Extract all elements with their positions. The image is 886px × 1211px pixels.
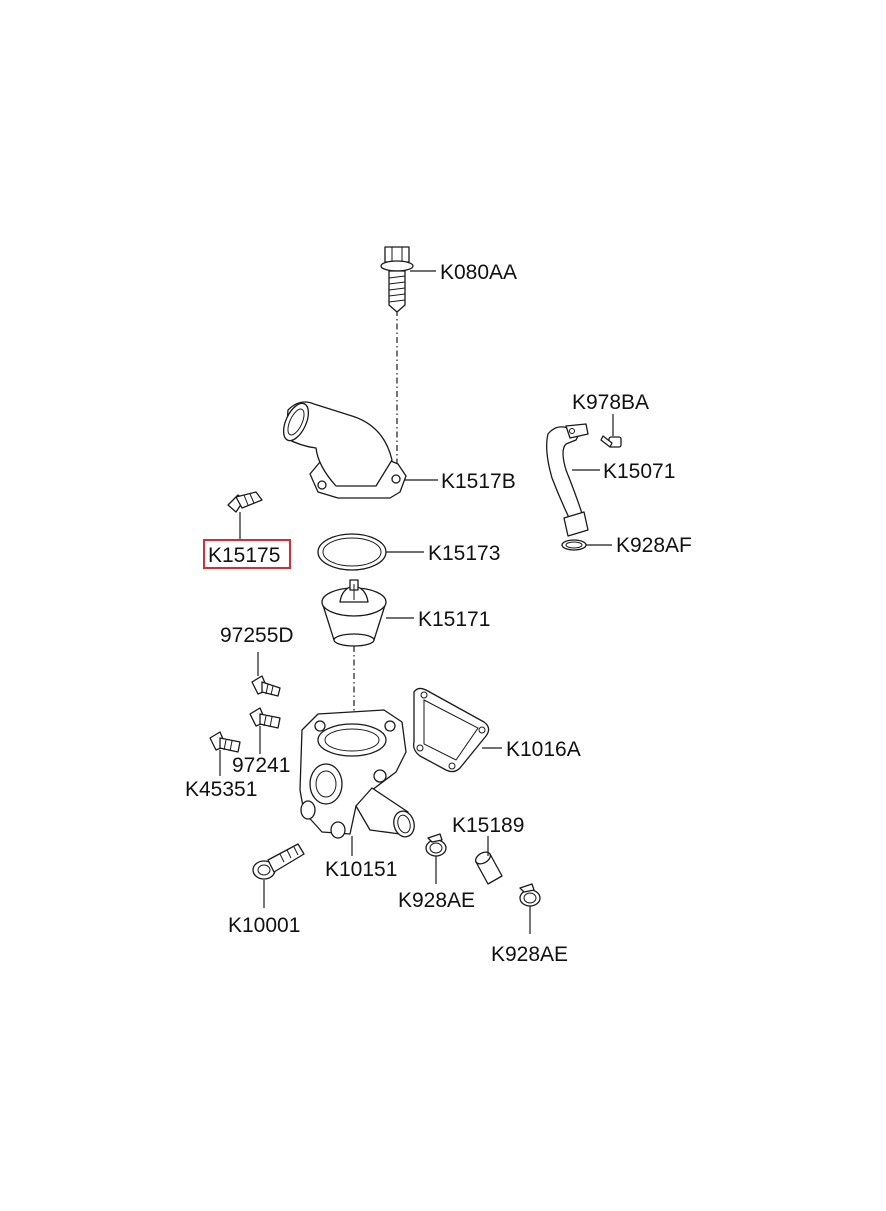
sensor-97255d[interactable] xyxy=(251,675,281,697)
bolt-top[interactable] xyxy=(380,246,414,313)
gasket-ring[interactable] xyxy=(317,533,387,571)
label-bypass-pipe[interactable]: K15071 xyxy=(603,460,675,483)
cover-gasket[interactable] xyxy=(412,687,490,773)
label-sensor-left[interactable]: K15175 xyxy=(208,544,280,567)
label-sensor-97255d[interactable]: 97255D xyxy=(220,624,294,647)
thermostat[interactable] xyxy=(321,579,387,647)
outlet-fitting[interactable] xyxy=(278,400,407,499)
label-housing[interactable]: K10151 xyxy=(325,858,397,881)
label-cover-gasket[interactable]: K1016A xyxy=(506,738,581,761)
sensor-97241[interactable] xyxy=(249,707,281,729)
pipe-oring[interactable] xyxy=(561,539,587,551)
label-thermostat[interactable]: K15171 xyxy=(418,608,490,631)
label-pipe-oring[interactable]: K928AF xyxy=(616,534,692,557)
highlight-box xyxy=(203,539,291,569)
bypass-pipe[interactable] xyxy=(546,423,589,537)
clamp-a[interactable] xyxy=(425,833,447,857)
label-screw-small[interactable]: K978BA xyxy=(572,391,649,414)
drain-bolt[interactable] xyxy=(252,843,305,880)
hose-small[interactable] xyxy=(474,850,503,885)
label-clamp-b[interactable]: K928AE xyxy=(491,943,568,966)
label-gasket-ring[interactable]: K15173 xyxy=(428,542,500,565)
clamp-b[interactable] xyxy=(519,883,541,907)
label-hose-small[interactable]: K15189 xyxy=(452,814,524,837)
label-bolt-top[interactable]: K080AA xyxy=(440,261,517,284)
label-outlet-fitting[interactable]: K1517B xyxy=(441,470,516,493)
screw-small[interactable] xyxy=(600,435,622,448)
label-sensor-97241[interactable]: 97241 xyxy=(232,754,290,777)
label-clamp-a[interactable]: K928AE xyxy=(398,889,475,912)
sensor-k45351[interactable] xyxy=(209,731,241,753)
sensor-left[interactable] xyxy=(227,491,263,513)
housing[interactable] xyxy=(299,709,417,839)
label-sensor-k45351[interactable]: K45351 xyxy=(185,778,257,801)
label-drain-bolt[interactable]: K10001 xyxy=(228,914,300,937)
